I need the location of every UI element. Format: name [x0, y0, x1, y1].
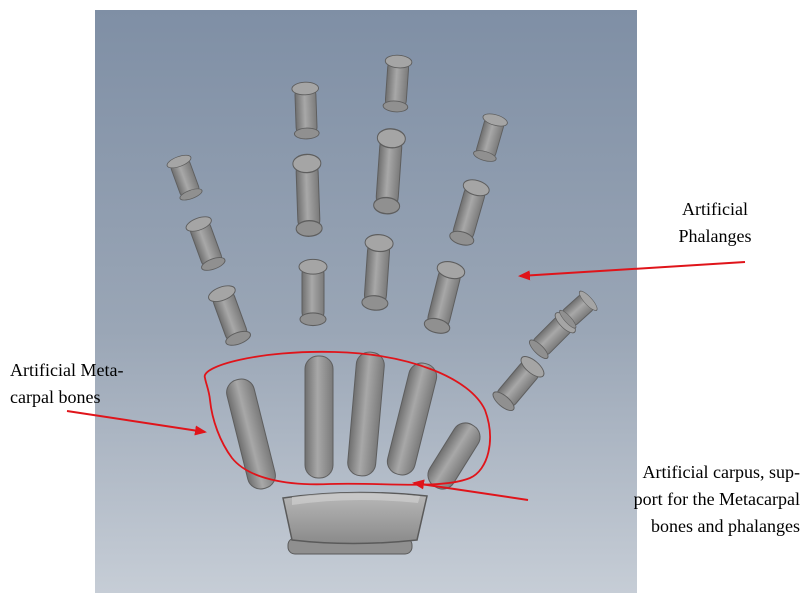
metacarpal-label-line-2: carpal bones: [10, 384, 210, 411]
carpus-block: [283, 492, 427, 554]
phalanges-label: Artificial Phalanges: [640, 196, 790, 250]
carpus-label-line-3: bones and phalanges: [570, 513, 800, 540]
phalanges-label-line-2: Phalanges: [640, 223, 790, 250]
carpus-label-line-1: Artificial carpus, sup-: [570, 459, 800, 486]
phalanges-label-line-1: Artificial: [640, 196, 790, 223]
metacarpal-label-line-1: Artificial Meta-: [10, 357, 210, 384]
metacarpal-label: Artificial Meta- carpal bones: [10, 357, 210, 411]
carpus-label: Artificial carpus, sup- port for the Met…: [570, 459, 800, 540]
carpus-label-line-2: port for the Metacarpal: [570, 486, 800, 513]
